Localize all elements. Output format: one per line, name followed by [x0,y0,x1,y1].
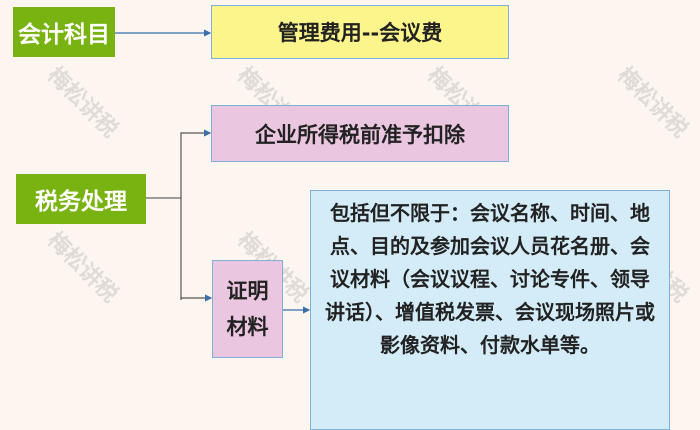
accounting-subject-value: 管理费用--会议费 [211,5,509,59]
connectors [115,29,311,314]
tax-treatment-label: 税务处理 [16,174,146,224]
evidence-label: 证明材料 [212,260,283,358]
arrow-deduction [180,129,212,300]
accounting-subject-label: 会计科目 [13,7,115,57]
evidence-detail: 包括但不限于：会议名称、时间、地点、目的及参加会议人员花名册、会议材料（会议议程… [310,190,670,430]
deduction-box: 企业所得税前准予扣除 [211,105,509,162]
